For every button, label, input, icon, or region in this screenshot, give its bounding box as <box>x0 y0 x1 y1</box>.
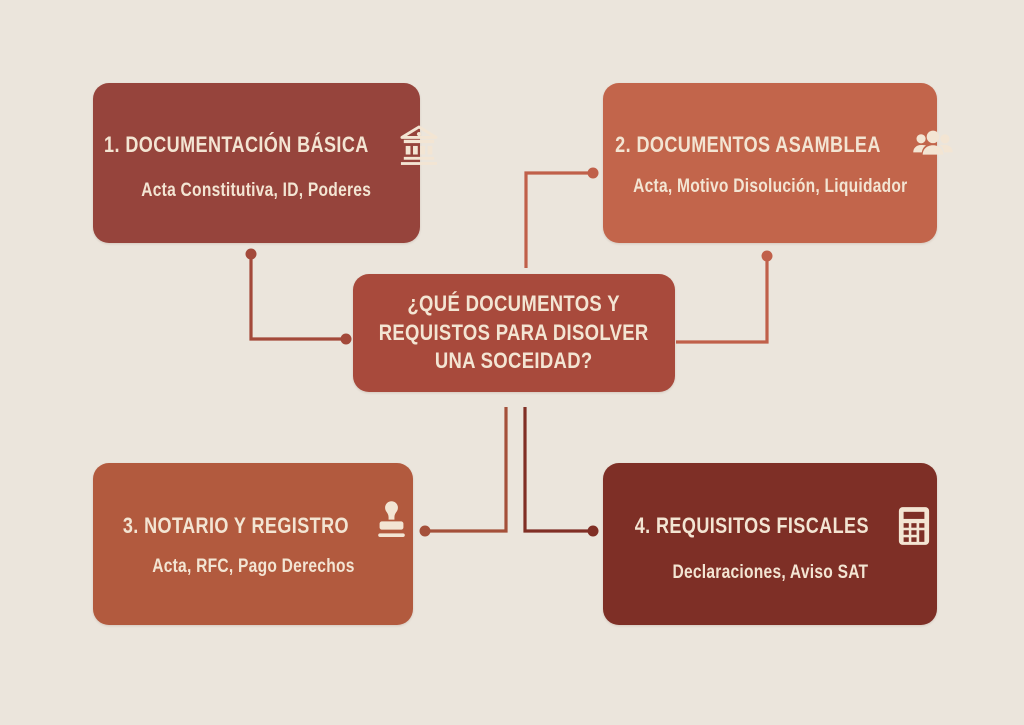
stamp-icon <box>375 500 408 541</box>
center-question-title: ¿QUÉ DOCUMENTOS Y REQUISTOS PARA DISOLVE… <box>379 291 649 374</box>
node-documentacion-basica: 1. DOCUMENTACIÓN BÁSICA Acta Constitutiv… <box>93 83 438 243</box>
node-notario-registro: 3. NOTARIO Y REGISTRO Acta, RFC, Pago De… <box>93 463 413 625</box>
node-subtitle: Declaraciones, Aviso SAT <box>672 561 868 583</box>
node-requisitos-fiscales: 4. REQUISITOS FISCALES Declaraciones, Av… <box>603 463 937 625</box>
node-subtitle: Acta, Motivo Disolución, Liquidador <box>632 176 908 197</box>
node-title-row: 3. NOTARIO Y REGISTRO <box>93 501 413 541</box>
connector-node4-to-center <box>523 407 599 537</box>
users-icon <box>912 128 954 161</box>
connector-node3-to-center <box>419 407 508 537</box>
node-title-row: 1. DOCUMENTACIÓN BÁSICA <box>93 125 438 165</box>
node-title-row: 4. REQUISITOS FISCALES <box>603 505 937 547</box>
calculator-icon <box>897 505 931 547</box>
center-question-node: ¿QUÉ DOCUMENTOS Y REQUISTOS PARA DISOLVE… <box>353 274 675 392</box>
node-title: 4. REQUISITOS FISCALES <box>634 512 870 538</box>
node-subtitle: Acta, RFC, Pago Derechos <box>151 556 355 577</box>
node-documentos-asamblea: 2. DOCUMENTOS ASAMBLEA Acta, Motivo Diso… <box>603 83 953 243</box>
node-title: 3. NOTARIO Y REGISTRO <box>122 512 349 538</box>
connector-node2-to-center-top <box>524 167 599 268</box>
connector-node2-to-center-right <box>676 250 773 344</box>
node-title-row: 2. DOCUMENTOS ASAMBLEA <box>603 128 953 161</box>
bank-icon <box>400 125 438 165</box>
node-title: 1. DOCUMENTACIÓN BÁSICA <box>104 131 369 157</box>
connector-node1-to-center <box>245 248 352 345</box>
node-subtitle: Acta Constitutiva, ID, Poderes <box>141 179 372 201</box>
node-title: 2. DOCUMENTOS ASAMBLEA <box>615 131 881 157</box>
